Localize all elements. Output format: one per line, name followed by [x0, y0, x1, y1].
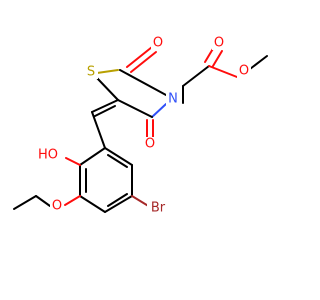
atom-n-ring-label: N	[168, 92, 178, 107]
bond-ar-inner-2	[107, 193, 128, 207]
atom-labels: O O O S N O HO O	[35, 36, 251, 216]
bonds	[13, 46, 268, 213]
bond-ester-c-ch2	[182, 65, 210, 87]
atom-s-ring-label: S	[87, 65, 95, 80]
bond-ar-6	[104, 147, 133, 166]
bond-methyl	[249, 55, 268, 70]
atom-o-ethoxy-label: O	[52, 199, 62, 214]
atom-o-ketone-lower: O	[143, 137, 157, 152]
atom-o-ketone-upper: O	[151, 36, 165, 51]
atom-br-label: Br	[151, 201, 166, 216]
atom-o-ester-carbonyl-label: O	[214, 36, 224, 51]
bond-ethoxy-ch3	[13, 195, 37, 210]
atom-o-ester-carbonyl: O	[212, 36, 226, 51]
bond-exocyclic	[91, 99, 119, 113]
bond-exocyclic-2	[94, 105, 116, 117]
bond-ar-4	[104, 195, 133, 213]
atom-o-ester-methoxy-label: O	[239, 64, 249, 79]
atom-n-ring: N	[166, 92, 180, 107]
chemical-structure-diagram: O O O S N O HO O	[13, 36, 268, 216]
atom-br: Br	[147, 201, 169, 216]
bond-ar-3	[79, 195, 106, 213]
bond-c2-o-2	[130, 51, 157, 73]
bond-c5-s	[96, 77, 119, 101]
bond-ester-double-o-2	[212, 50, 223, 67]
atom-ho-phenol: HO	[35, 148, 61, 163]
atom-s-ring: S	[84, 65, 98, 80]
bond-c2-o	[126, 46, 153, 68]
atom-o-ethoxy: O	[50, 199, 64, 214]
atom-o-ester-methoxy: O	[237, 64, 251, 79]
atom-ho-phenol-label: HO	[38, 148, 58, 163]
atom-o-ketone-upper-label: O	[153, 36, 163, 51]
bond-ester-single-o	[208, 65, 238, 78]
bond-ethoxy-ch2	[35, 195, 51, 207]
atom-o-ketone-lower-label: O	[145, 137, 155, 152]
bond-c2-n	[119, 69, 167, 96]
bond-ar-inner-3	[107, 154, 128, 168]
bond-n-c4	[151, 103, 167, 118]
bond-c4-c5	[117, 99, 153, 118]
bond-ar-oh	[65, 157, 81, 166]
bond-ar-1	[79, 147, 106, 166]
bond-s-c2	[96, 69, 119, 74]
bond-vinyl-aryl	[91, 111, 106, 149]
bond-ar-o-ethoxy	[64, 195, 81, 206]
